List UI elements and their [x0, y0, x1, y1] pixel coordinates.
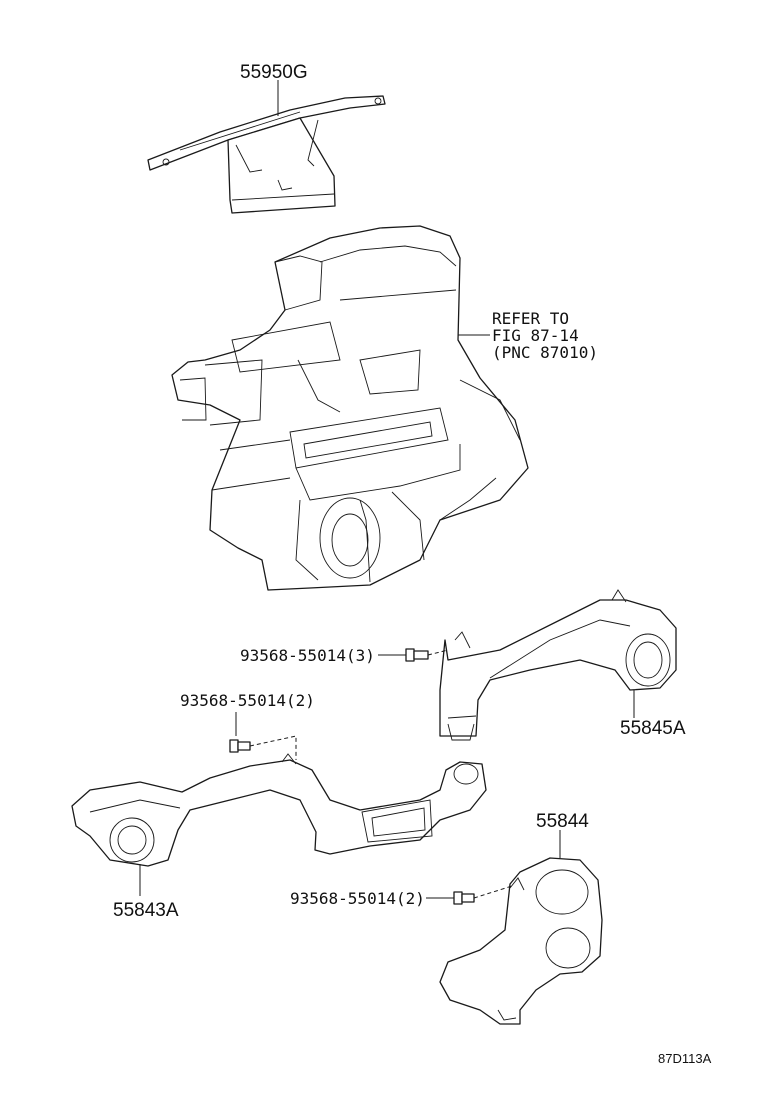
label-55950g: 55950G: [240, 62, 308, 83]
duct-55845a: [439, 589, 677, 741]
heater-unit-assembly: [171, 225, 529, 591]
bolt-icon-2-lower: [453, 891, 475, 905]
bolt-icon-3: [405, 648, 429, 662]
figure-code: 87D113A: [658, 1051, 712, 1066]
label-55843a: 55843A: [113, 900, 179, 921]
refer-line-3: (PNC 87010): [492, 343, 598, 362]
label-55845a: 55845A: [620, 718, 686, 739]
refer-line-1: REFER TO: [492, 309, 569, 328]
duct-55843a: [71, 753, 487, 867]
label-bolt-2-lower: 93568-55014(2): [290, 889, 425, 908]
defroster-nozzle-55950g: [147, 95, 386, 214]
label-55844: 55844: [536, 811, 589, 832]
label-bolt-3: 93568-55014(3): [240, 646, 375, 665]
duct-55844: [439, 857, 603, 1025]
bolt-icon-2-upper: [229, 739, 251, 753]
refer-line-2: FIG 87-14: [492, 326, 579, 345]
label-bolt-2-upper: 93568-55014(2): [180, 691, 315, 710]
